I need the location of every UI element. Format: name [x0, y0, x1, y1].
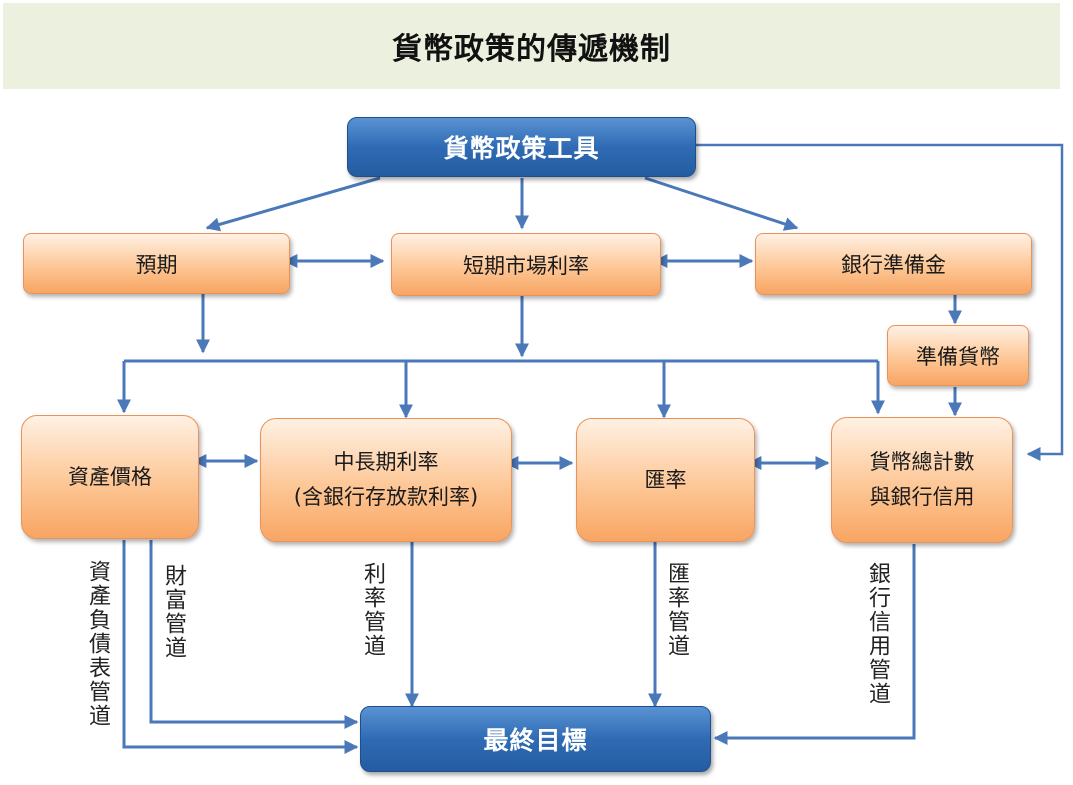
channel-balance-sheet-label: 資產負債表管道: [85, 560, 110, 728]
reserve-money-label: 準備貨幣: [916, 344, 1000, 369]
aggregates-label-line1: 貨幣總計數: [869, 450, 975, 475]
aggregates-box: 貨幣總計數 與銀行信用: [831, 417, 1013, 543]
title-banner: 貨幣政策的傳遞機制: [3, 3, 1060, 89]
asset-prices-label: 資產價格: [68, 464, 152, 489]
long-rate-box: 中長期利率 (含銀行存放款利率): [260, 418, 512, 542]
expectations-label: 預期: [135, 252, 178, 277]
monetary-policy-tools-box: 貨幣政策工具: [347, 117, 696, 177]
channel-credit-line: [713, 544, 916, 745]
short-rate-box: 短期市場利率: [391, 233, 661, 296]
final-goal-box: 最終目標: [360, 706, 711, 772]
channel-balance-line: [122, 540, 359, 754]
aggregates-label-line2: 與銀行信用: [869, 485, 975, 509]
long-rate-label-line1: 中長期利率: [333, 450, 439, 475]
channel-exchange-rate-label: 匯率管道: [664, 562, 689, 658]
bank-reserves-label: 銀行準備金: [841, 253, 946, 277]
channel-wealth-line: [149, 540, 359, 729]
arrow-tools-expectations: [205, 176, 381, 232]
short-rate-label: 短期市場利率: [463, 253, 589, 278]
diagram-title: 貨幣政策的傳遞機制: [392, 32, 671, 67]
channel-bank-credit-label: 銀行信用管道: [865, 562, 890, 706]
channel-interest-rate-label: 利率管道: [360, 562, 385, 658]
expectations-box: 預期: [23, 233, 290, 294]
arrow-tools-reserves: [644, 176, 799, 231]
channel-wealth-label: 財富管道: [161, 564, 186, 660]
monetary-policy-tools-label: 貨幣政策工具: [443, 134, 600, 163]
asset-prices-box: 資產價格: [21, 415, 199, 539]
reserve-money-box: 準備貨幣: [887, 325, 1029, 386]
feedback-loop: [665, 143, 1064, 461]
exchange-rate-label: 匯率: [644, 467, 687, 492]
final-goal-label: 最終目標: [483, 726, 588, 755]
long-rate-label-line2: (含銀行存放款利率): [293, 485, 479, 509]
exchange-rate-box: 匯率: [576, 418, 755, 542]
bank-reserves-box: 銀行準備金: [755, 233, 1032, 295]
